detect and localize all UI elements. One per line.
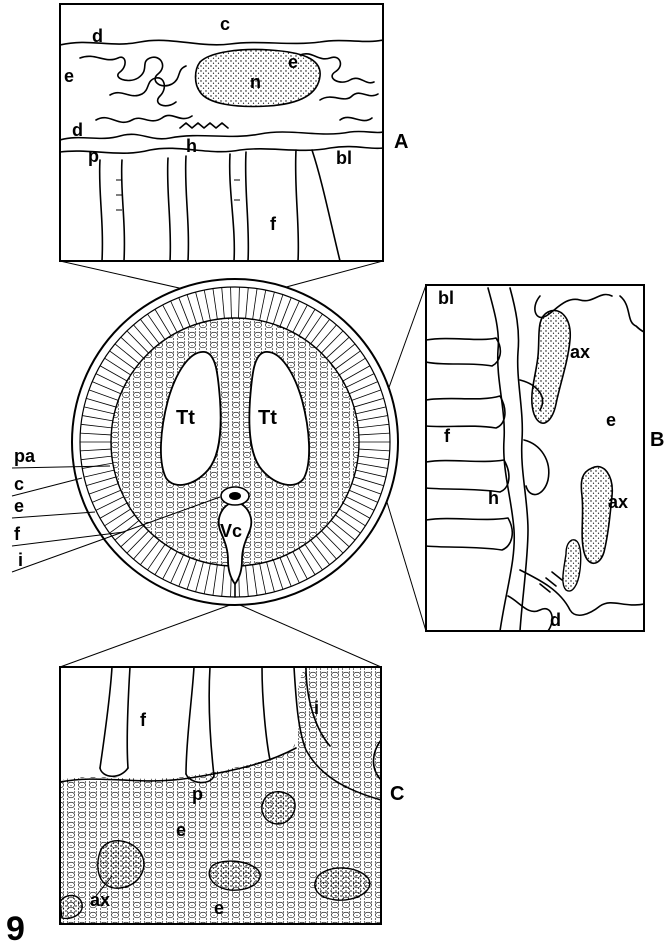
label-e: e — [64, 66, 74, 86]
label-e: e — [176, 820, 186, 840]
label-e: e — [288, 52, 298, 72]
figure-number: 9 — [6, 910, 25, 943]
label-e: e — [606, 410, 616, 430]
label-ax: ax — [90, 890, 110, 910]
label-n: n — [250, 72, 261, 92]
label-c: c — [14, 474, 24, 494]
label-i: i — [314, 698, 319, 718]
panel-c: f i p e ax e C — [60, 667, 404, 924]
label-h: h — [488, 488, 499, 508]
label-tt: Tt — [176, 407, 195, 429]
label-ax: ax — [570, 342, 590, 362]
axon — [209, 861, 260, 890]
label-d: d — [550, 610, 561, 630]
label-e: e — [14, 496, 24, 516]
label-c: c — [220, 14, 230, 34]
label-bl: bl — [336, 148, 352, 168]
label-f: f — [270, 214, 277, 234]
label-f: f — [444, 426, 451, 446]
panel-b: bl ax e f h ax d B — [426, 285, 664, 631]
panel-tag-b: B — [650, 429, 664, 451]
cross-section: Tt Tt Vc pa c e f i — [12, 279, 398, 605]
axon — [315, 868, 370, 900]
label-bl: bl — [438, 288, 454, 308]
label-pa: pa — [14, 446, 36, 466]
panel-a: c d e e n d p h bl f A — [60, 4, 408, 261]
label-d: d — [92, 26, 103, 46]
label-e: e — [214, 898, 224, 918]
panel-tag-c: C — [390, 783, 404, 805]
label-vc: Vc — [220, 521, 242, 541]
label-p: p — [192, 784, 203, 804]
label-p: p — [88, 146, 99, 166]
label-tt: Tt — [258, 407, 277, 429]
label-h: h — [186, 136, 197, 156]
panel-tag-a: A — [394, 131, 408, 153]
panel-a-frame — [60, 4, 383, 261]
label-f: f — [14, 524, 21, 544]
axon — [98, 841, 144, 888]
label-d: d — [72, 120, 83, 140]
axon — [262, 792, 295, 824]
label-ax: ax — [608, 492, 628, 512]
panel-b-frame — [426, 285, 644, 631]
label-f: f — [140, 710, 147, 730]
label-i: i — [18, 550, 23, 570]
